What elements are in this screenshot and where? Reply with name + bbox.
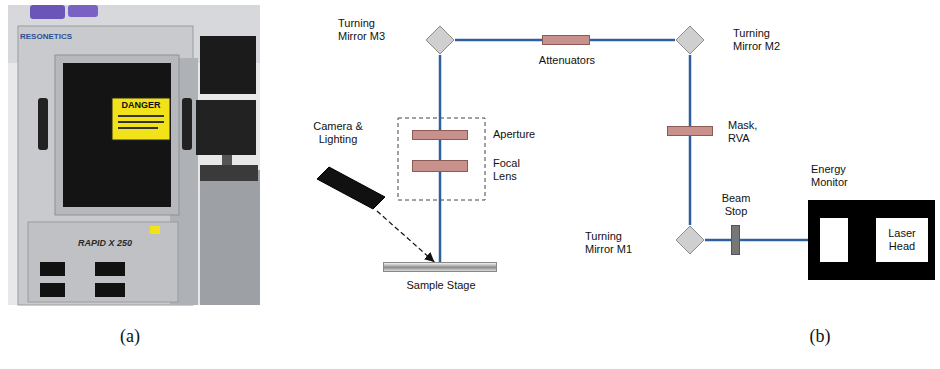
part-label: Mask, RVA — [728, 119, 764, 145]
panel-letter: (b) — [800, 326, 840, 347]
machine-cabinet — [18, 26, 193, 305]
turning-mirror: Turning Mirror M3 — [425, 25, 455, 55]
part-label: Beam Stop — [716, 192, 756, 218]
slot — [40, 283, 65, 297]
attenuator: Attenuators — [542, 35, 590, 45]
sticker — [150, 226, 160, 234]
brand-text: RESONETICS — [20, 32, 100, 41]
laser-beam — [689, 55, 692, 126]
mirror-face — [676, 26, 704, 54]
mask-rva: Mask, RVA — [667, 126, 713, 136]
turning-mirror: Turning Mirror M2 — [675, 25, 705, 55]
mirror-shape — [675, 225, 705, 255]
laser-beam — [689, 136, 692, 225]
box-label: Laser Head — [880, 227, 924, 253]
energy-monitor: Energy MonitorLaser Head — [808, 200, 935, 280]
floor-area — [200, 170, 260, 305]
slot — [95, 262, 125, 276]
warning-text: DANGER — [112, 100, 170, 110]
photo-ground — [8, 5, 260, 305]
monitor-window — [820, 218, 848, 262]
slot — [95, 283, 125, 297]
beam-stop: Beam Stop — [731, 225, 740, 255]
part-label: Turning Mirror M1 — [585, 230, 647, 256]
panel-letter: (a) — [110, 326, 150, 347]
sign-line — [118, 127, 158, 129]
part-label: Sample Stage — [384, 279, 498, 292]
optics-group-box — [398, 118, 485, 200]
laser-beam — [439, 140, 442, 160]
part-label: Energy Monitor — [811, 163, 871, 189]
mirror-shape — [675, 25, 705, 55]
mirror-face — [676, 226, 704, 254]
aperture: Aperture — [412, 130, 468, 140]
camera-shape — [315, 165, 387, 211]
monitor-stand — [222, 155, 232, 165]
part-label: Focal Lens — [493, 157, 529, 183]
lower-panel — [28, 222, 178, 302]
part-label: Camera & Lighting — [303, 120, 373, 146]
part-label: Turning Mirror M3 — [338, 17, 400, 43]
laser-beam — [740, 239, 808, 242]
monitor — [200, 36, 256, 94]
laser-beam — [455, 39, 542, 42]
part-label: Attenuators — [533, 54, 601, 67]
handle — [38, 98, 48, 150]
model-text: RAPID X 250 — [60, 238, 150, 248]
monitor — [196, 100, 256, 155]
laser-head: Laser Head — [876, 218, 928, 262]
turning-mirror: Turning Mirror M1 — [675, 225, 705, 255]
handle — [182, 98, 192, 150]
sample-stage: Sample Stage — [383, 262, 497, 272]
laser-beam — [590, 39, 675, 42]
window-frame — [55, 55, 179, 215]
mirror-shape — [425, 25, 455, 55]
camera-lighting: Camera & Lighting — [315, 165, 387, 211]
view-arrow — [377, 211, 434, 262]
part-label: Turning Mirror M2 — [733, 27, 795, 53]
danger-sign — [112, 98, 170, 140]
mirror-face — [426, 26, 454, 54]
part-label: Aperture — [493, 128, 553, 141]
sign-line — [118, 115, 164, 117]
camera-body — [317, 167, 385, 209]
slot — [40, 262, 65, 276]
laser-beam — [439, 55, 442, 130]
focal-lens: Focal Lens — [412, 160, 468, 172]
purple-bin — [68, 5, 98, 17]
keyboard — [200, 165, 258, 181]
purple-bin — [30, 5, 65, 19]
laser-beam — [705, 239, 731, 242]
sign-line — [118, 121, 164, 123]
laser-beam — [439, 172, 442, 262]
viewing-window — [63, 63, 171, 207]
